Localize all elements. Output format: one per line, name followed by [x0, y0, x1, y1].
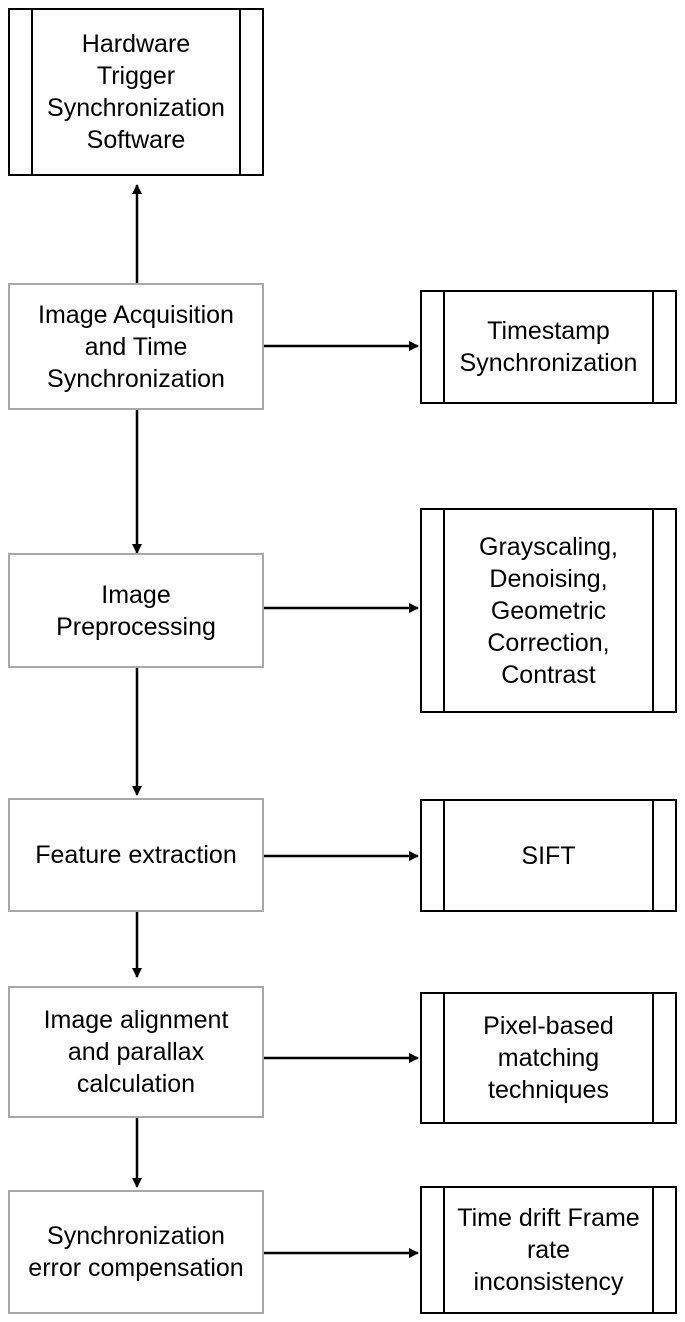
image-preprocessing-box: Image Preprocessing: [8, 553, 264, 668]
image-preprocessing-label: Image Preprocessing: [56, 580, 216, 641]
image-alignment-label: Image alignment and parallax calculation: [43, 1006, 229, 1098]
time-drift-label: Time drift Frame rate inconsistency: [457, 1204, 640, 1296]
feature-extraction-label: Feature extraction: [35, 841, 237, 869]
preprocessing-methods-box: Grayscaling, Denoising, Geometric Correc…: [420, 508, 677, 713]
image-acquisition-box: Image Acquisition and Time Synchronizati…: [8, 283, 264, 410]
sync-error-compensation-box: Synchronization error compensation: [8, 1190, 264, 1314]
hardware-trigger-box: Hardware Trigger Synchronization Softwar…: [8, 8, 264, 176]
time-drift-box: Time drift Frame rate inconsistency: [420, 1186, 677, 1314]
sync-error-compensation-label: Synchronization error compensation: [28, 1222, 244, 1282]
timestamp-sync-label: Timestamp Synchronization: [459, 317, 638, 377]
preprocessing-methods-label: Grayscaling, Denoising, Geometric Correc…: [479, 532, 618, 689]
pixel-matching-label: Pixel-based matching techniques: [483, 1012, 614, 1104]
pixel-matching-box: Pixel-based matching techniques: [420, 992, 677, 1124]
sift-box: SIFT: [420, 799, 677, 912]
image-alignment-box: Image alignment and parallax calculation: [8, 986, 264, 1118]
feature-extraction-box: Feature extraction: [8, 798, 264, 912]
image-acquisition-label: Image Acquisition and Time Synchronizati…: [38, 300, 234, 393]
timestamp-sync-box: Timestamp Synchronization: [420, 290, 677, 404]
hardware-trigger-label: Hardware Trigger Synchronization Softwar…: [47, 30, 225, 154]
sift-label: SIFT: [521, 841, 576, 870]
